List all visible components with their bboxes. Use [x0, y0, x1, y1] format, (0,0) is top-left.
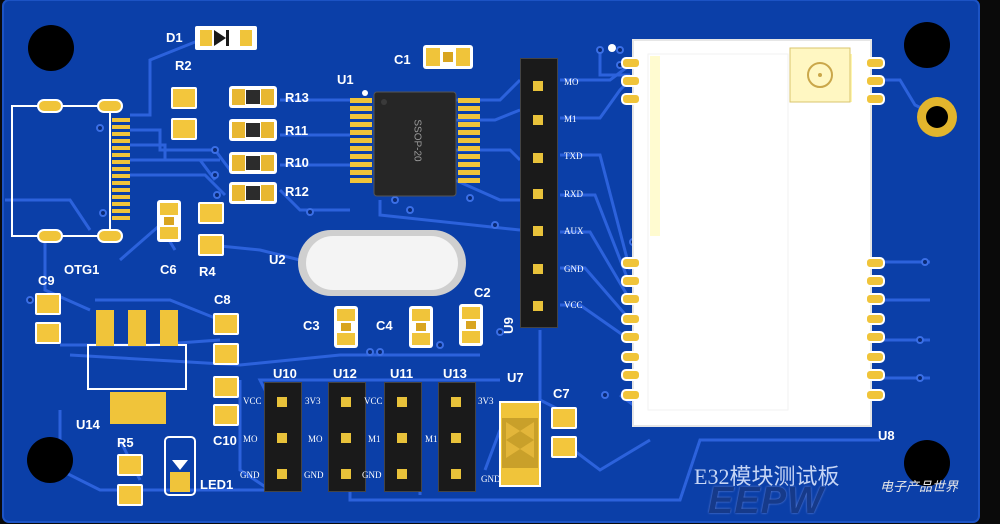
- u11-pin-label: VCC: [364, 396, 383, 406]
- header-u9: [520, 58, 558, 328]
- resistor-r12: [229, 182, 277, 204]
- capacitor-c3: [334, 306, 358, 348]
- label-u1: U1: [337, 72, 354, 87]
- label-r2: R2: [175, 58, 192, 73]
- capacitor-c4: [409, 306, 433, 348]
- eepw-chinese-text: 电子产品世界: [880, 479, 959, 494]
- label-r13: R13: [285, 90, 309, 105]
- resistor-r10: [229, 152, 277, 174]
- label-r5: R5: [117, 435, 134, 450]
- label-otg1: OTG1: [64, 262, 100, 277]
- jumper-u10: [264, 382, 302, 492]
- pad-r2: [171, 118, 197, 140]
- u11-pin-label: GND: [362, 470, 382, 480]
- pad-c8: [213, 343, 239, 365]
- label-u11: U11: [390, 366, 414, 381]
- mounting-hole: [904, 440, 950, 486]
- u11-pin-label: M1: [368, 434, 381, 444]
- jumper-u12: [328, 382, 366, 492]
- resistor-r13: [229, 86, 277, 108]
- label-c1: C1: [394, 52, 411, 67]
- label-c10: C10: [213, 433, 237, 448]
- u9-pin-label: M1: [564, 114, 577, 124]
- ic-marking: SSOP-20: [411, 119, 423, 162]
- capacitor-c1: [423, 45, 473, 69]
- u13-pin-label: M1: [425, 434, 438, 444]
- u13-pin-label: 3V3: [478, 396, 494, 406]
- label-led1: LED1: [200, 477, 234, 492]
- pad-c10: [213, 404, 239, 426]
- label-c3: C3: [303, 318, 320, 333]
- pad-r4: [198, 202, 224, 224]
- label-u9: U9: [500, 317, 516, 334]
- label-c4: C4: [376, 318, 393, 333]
- pad-c9: [35, 322, 61, 344]
- u13-pin-label: GND: [481, 474, 501, 484]
- label-c7: C7: [553, 386, 570, 401]
- u10-pin-label: MO: [243, 434, 258, 444]
- label-d1: D1: [166, 30, 183, 45]
- u10-pin-label: GND: [240, 470, 260, 480]
- label-u7: U7: [507, 370, 524, 385]
- capacitor-c2: [459, 304, 483, 346]
- label-u14: U14: [76, 417, 100, 432]
- mounting-hole: [904, 22, 950, 68]
- u12-pin-label: MO: [308, 434, 323, 444]
- pad-c7: [551, 407, 577, 429]
- pad-r2: [171, 87, 197, 109]
- u9-pin-label: MO: [564, 77, 579, 87]
- label-u2: U2: [269, 252, 286, 267]
- label-r12: R12: [285, 184, 309, 199]
- label-c8: C8: [214, 292, 231, 307]
- label-c2: C2: [474, 285, 491, 300]
- label-r4: R4: [199, 264, 216, 279]
- pad-c7: [551, 436, 577, 458]
- label-u12: U12: [333, 366, 357, 381]
- label-c6: C6: [160, 262, 177, 277]
- u9-pin-label: RXD: [564, 189, 584, 199]
- label-r10: R10: [285, 155, 309, 170]
- u9-pin-label: TXD: [564, 151, 583, 161]
- label-u8: U8: [878, 428, 895, 443]
- pad-r4: [198, 234, 224, 256]
- capacitor-c6: [157, 200, 181, 242]
- pad-c9: [35, 293, 61, 315]
- u9-pin-label: AUX: [564, 226, 584, 236]
- board-title: E32模块测试板: [694, 464, 840, 489]
- label-u13: U13: [443, 366, 467, 381]
- pad-r5: [117, 454, 143, 476]
- label-c9: C9: [38, 273, 55, 288]
- pad-r5: [117, 484, 143, 506]
- label-u10: U10: [273, 366, 297, 381]
- pad-c10: [213, 376, 239, 398]
- label-r11: R11: [285, 123, 309, 138]
- jumper-u13: [438, 382, 476, 492]
- u9-pin-label: GND: [564, 264, 584, 274]
- mounting-hole: [28, 25, 74, 71]
- u10-pin-label: VCC: [243, 396, 262, 406]
- u12-pin-label: 3V3: [305, 396, 321, 406]
- eepw-logo: EEPW: [708, 480, 824, 522]
- resistor-r11: [229, 119, 277, 141]
- u9-pin-label: VCC: [564, 300, 583, 310]
- pad-c8: [213, 313, 239, 335]
- u12-pin-label: GND: [304, 470, 324, 480]
- jumper-u11: [384, 382, 422, 492]
- mounting-hole: [27, 437, 73, 483]
